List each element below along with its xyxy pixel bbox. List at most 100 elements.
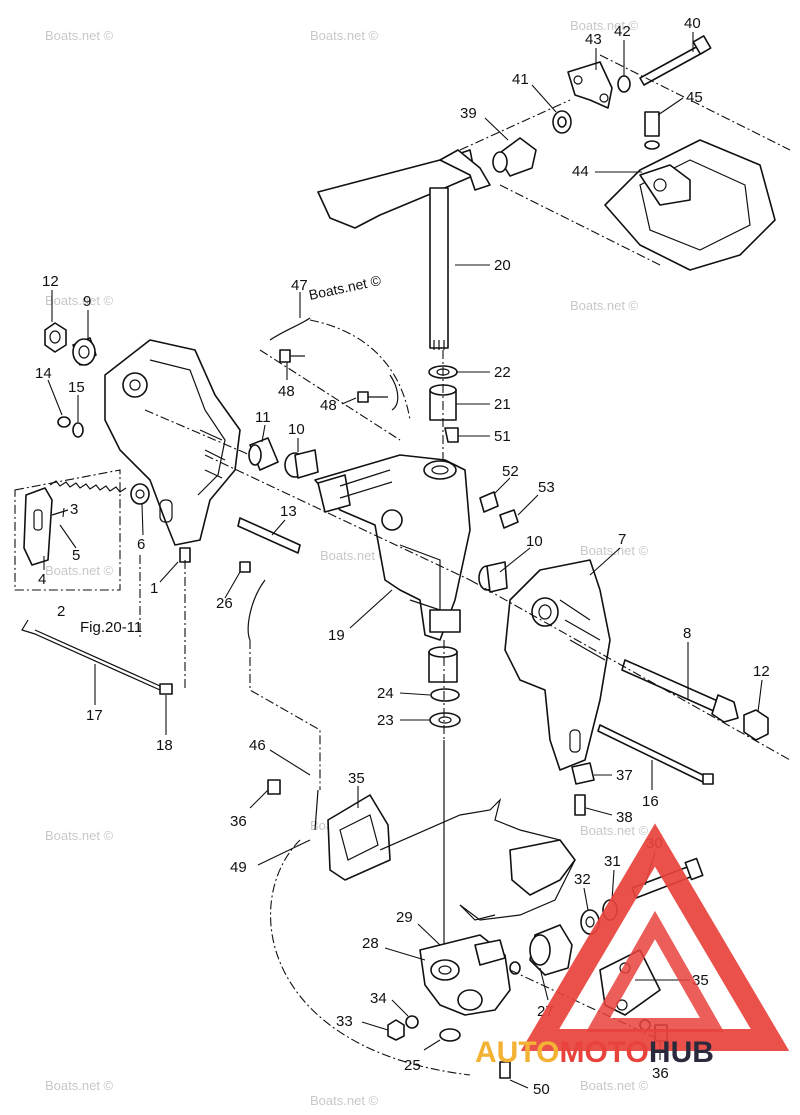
callout-36: 36 xyxy=(230,813,247,830)
bolt-8 xyxy=(621,659,721,713)
callout-23: 23 xyxy=(377,712,394,729)
callout-53: 53 xyxy=(538,479,555,496)
callout-39: 39 xyxy=(460,105,477,122)
bolt-18 xyxy=(159,683,173,695)
nut-12 xyxy=(44,322,67,353)
logo-part-2: MOTO xyxy=(559,1036,648,1069)
lower-housing xyxy=(379,798,576,921)
ground-leads xyxy=(239,317,471,1076)
callout-16: 16 xyxy=(642,793,659,810)
callout-47: 47 xyxy=(291,277,308,294)
clamp-43 xyxy=(567,61,613,109)
nut-33 xyxy=(387,1019,405,1041)
right-clamp-bracket xyxy=(469,559,791,816)
callout-28: 28 xyxy=(362,935,379,952)
rod-17 xyxy=(21,619,161,691)
screw-50 xyxy=(499,1061,511,1079)
callout-41: 41 xyxy=(512,71,529,88)
callout-31: 31 xyxy=(604,853,621,870)
callout-32: 32 xyxy=(574,871,591,888)
steering-arm-assembly xyxy=(317,35,791,350)
washer-42 xyxy=(617,75,631,93)
bolt-1 xyxy=(179,547,191,563)
callout-10: 10 xyxy=(288,421,305,438)
svg-text:AUTOMOTOHUB: AUTOMOTOHUB xyxy=(475,1036,714,1069)
callout-14: 14 xyxy=(35,365,52,382)
automotohub-logo: AUTOMOTOHUB xyxy=(475,823,790,1069)
callout-37: 37 xyxy=(616,767,633,784)
block-37 xyxy=(571,762,595,785)
watermark: Boats.net © xyxy=(570,18,639,33)
watermark: Boats.net © xyxy=(45,563,114,578)
callout-24: 24 xyxy=(377,685,394,702)
watermark: Boats.net © xyxy=(45,28,114,43)
watermark: Boats.net © xyxy=(580,543,649,558)
lever-4 xyxy=(23,487,53,566)
callout-9: 9 xyxy=(83,293,91,310)
watermark: Boats.net © xyxy=(310,1093,379,1108)
bolt-53 xyxy=(499,509,519,529)
callout-labels: 40 42 43 41 39 45 44 20 47 12 9 14 15 48… xyxy=(35,15,770,1098)
bolt-26 xyxy=(239,561,251,573)
rod-13 xyxy=(237,517,301,554)
shaft-bushings xyxy=(428,350,459,470)
callout-7: 7 xyxy=(618,531,626,548)
callout-49: 49 xyxy=(230,859,247,876)
bolt-45 xyxy=(644,111,660,137)
watermark: Boats.net © xyxy=(45,828,114,843)
swivel-bracket xyxy=(144,349,519,641)
assembly-box-2 xyxy=(14,469,121,591)
bolt-48b xyxy=(357,391,369,403)
callout-33: 33 xyxy=(336,1013,353,1030)
watermark: Boats.net © xyxy=(310,28,379,43)
callout-11: 11 xyxy=(255,409,271,426)
callout-20: 20 xyxy=(494,257,511,274)
callout-15: 15 xyxy=(68,379,85,396)
callout-1: 1 xyxy=(150,580,158,597)
logo-part-1: AUTO xyxy=(475,1036,559,1069)
callout-46: 46 xyxy=(249,737,266,754)
figure-reference: Fig.20-11 xyxy=(80,619,142,636)
callout-42: 42 xyxy=(614,23,631,40)
callout-43: 43 xyxy=(585,31,602,48)
watermark: Boats.net © xyxy=(320,548,389,563)
callout-44: 44 xyxy=(572,163,589,180)
clip-51 xyxy=(444,427,459,443)
callout-3: 3 xyxy=(70,501,78,518)
callout-19: 19 xyxy=(328,627,345,644)
callout-45: 45 xyxy=(686,89,703,106)
spring xyxy=(49,480,127,493)
lead-49 xyxy=(270,839,471,1076)
callout-36: 36 xyxy=(652,1065,669,1082)
callout-38: 38 xyxy=(616,809,633,826)
callout-5: 5 xyxy=(72,547,80,564)
callout-12: 12 xyxy=(753,663,770,680)
callout-21: 21 xyxy=(494,396,511,413)
watermark: Boats.net © xyxy=(570,298,639,313)
leader-lines xyxy=(43,32,763,1089)
watermark: Boats.net © xyxy=(45,293,114,308)
callout-48: 48 xyxy=(320,397,337,414)
callout-50: 50 xyxy=(533,1081,550,1098)
callout-4: 4 xyxy=(38,571,46,588)
triangle-icon xyxy=(520,823,790,1051)
watermark-dark: Boats.net © xyxy=(307,272,383,303)
plate-35a xyxy=(327,794,391,881)
callout-12: 12 xyxy=(42,273,59,290)
callout-13: 13 xyxy=(280,503,297,520)
watermark: Boats.net © xyxy=(45,1078,114,1093)
washer-14 xyxy=(57,416,71,428)
callout-26: 26 xyxy=(216,595,233,612)
lead-47 xyxy=(269,317,311,341)
bolt-40 xyxy=(639,44,705,86)
washer-23 xyxy=(429,712,461,728)
steering-arm-end xyxy=(439,149,491,191)
watermark: Boats.net © xyxy=(580,1078,649,1093)
bolt-36a xyxy=(267,779,281,795)
fitting-52 xyxy=(479,491,499,513)
callout-52: 52 xyxy=(502,463,519,480)
callout-17: 17 xyxy=(86,707,103,724)
washer-34 xyxy=(405,1015,419,1029)
